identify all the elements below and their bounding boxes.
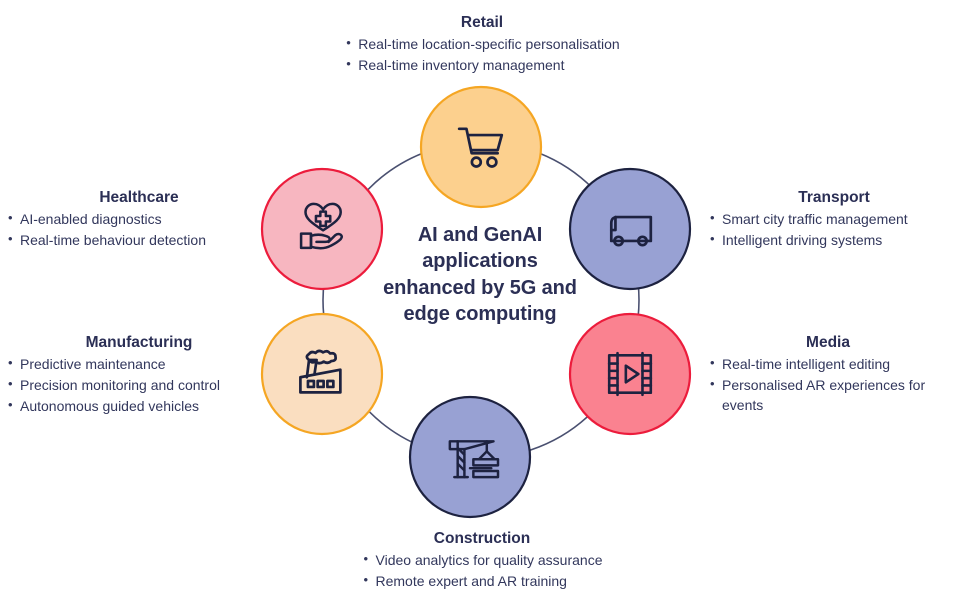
node-media[interactable] [568,312,692,436]
bullet-list-manufacturing: Predictive maintenance Precision monitor… [6,354,272,417]
shopping-cart-icon [457,127,504,168]
list-item: AI-enabled diagnostics [6,209,272,230]
list-item: Real-time behaviour detection [6,230,272,251]
label-block-retail: Retail Real-time location-specific perso… [296,13,668,77]
node-construction[interactable] [408,395,532,519]
label-title-construction: Construction [433,530,531,547]
node-retail[interactable] [419,85,543,209]
bullet-list-media: Real-time intelligent editing Personalis… [708,354,948,416]
list-item: Precision monitoring and control [6,375,272,396]
delivery-truck-icon [609,215,653,247]
list-item: Personalised AR experiences for events [708,375,948,416]
label-title-media: Media [806,334,850,351]
label-block-healthcare: Healthcare AI-enabled diagnostics Real-t… [6,188,272,252]
list-item: Video analytics for quality assurance [362,550,602,571]
construction-circle[interactable] [408,395,532,519]
node-healthcare[interactable] [260,167,384,291]
label-block-manufacturing: Manufacturing Predictive maintenance Pre… [6,333,272,418]
label-title-retail: Retail [460,14,504,31]
list-item: Real-time location-specific personalisat… [344,34,619,55]
list-item: Autonomous guided vehicles [6,396,272,417]
bullet-list-construction: Video analytics for quality assurance Re… [362,550,603,593]
bullet-list-healthcare: AI-enabled diagnostics Real-time behavio… [6,209,272,251]
media-circle[interactable] [568,312,692,436]
list-item: Real-time intelligent editing [708,354,948,375]
tower-crane-icon [448,440,500,479]
list-item: Intelligent driving systems [708,230,960,251]
transport-circle[interactable] [568,167,692,291]
retail-circle[interactable] [419,85,543,209]
hand-holding-heart-icon [299,202,344,250]
bullet-list-retail: Real-time location-specific personalisat… [344,34,619,77]
node-manufacturing[interactable] [260,312,384,436]
list-item: Remote expert and AR training [362,571,603,592]
bullet-list-transport: Smart city traffic management Intelligen… [708,209,960,251]
label-block-media: Media Real-time intelligent editing Pers… [708,333,948,417]
list-item: Real-time inventory management [344,55,619,76]
label-title-manufacturing: Manufacturing [85,334,193,351]
label-block-construction: Construction Video analytics for quality… [296,529,668,593]
list-item: Smart city traffic management [708,209,960,230]
list-item: Predictive maintenance [6,354,272,375]
factory-icon [299,349,342,394]
film-strip-play-icon [607,351,653,397]
label-block-transport: Transport Smart city traffic management … [708,188,960,252]
label-title-healthcare: Healthcare [99,189,179,206]
label-title-transport: Transport [798,189,870,206]
node-transport[interactable] [568,167,692,291]
center-statement: AI and GenAI applications enhanced by 5G… [383,224,577,326]
